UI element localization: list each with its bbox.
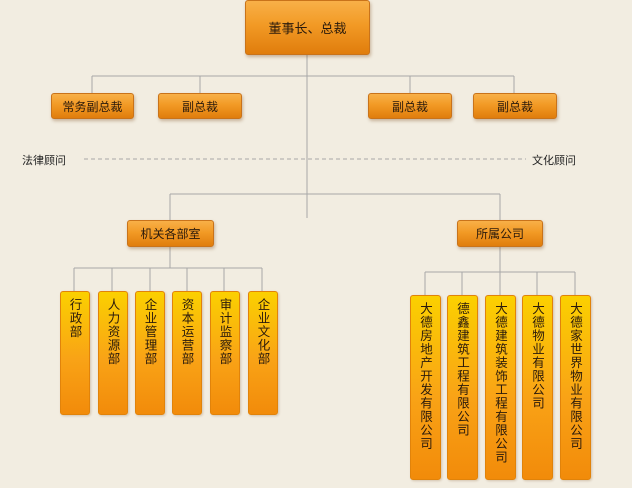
company-box[interactable]: 大德家世界物业有限公司	[560, 295, 591, 480]
company-box[interactable]: 大德物业有限公司	[522, 295, 553, 480]
vp-label: 副总裁	[181, 99, 218, 114]
company-label: 大德物业有限公司	[530, 302, 545, 410]
vp-label: 常务副总裁	[62, 99, 123, 114]
vp-box[interactable]: 副总裁	[158, 93, 242, 119]
company-label: 大德房地产开发有限公司	[418, 302, 433, 451]
departments-box[interactable]: 机关各部室	[127, 220, 214, 247]
company-label: 大德建筑装饰工程有限公司	[493, 302, 508, 464]
company-label: 大德家世界物业有限公司	[568, 302, 583, 451]
department-box[interactable]: 资本运营部	[172, 291, 202, 415]
vp-box[interactable]: 副总裁	[473, 93, 557, 119]
departments-label: 机关各部室	[140, 227, 201, 241]
vp-label: 副总裁	[496, 99, 533, 114]
companies-box[interactable]: 所属公司	[457, 220, 543, 247]
department-label: 资本运营部	[179, 298, 195, 366]
vp-box-executive[interactable]: 常务副总裁	[51, 93, 134, 119]
vp-box[interactable]: 副总裁	[368, 93, 452, 119]
company-box[interactable]: 大德房地产开发有限公司	[410, 295, 441, 480]
legal-advisor-label: 法律顾问	[22, 154, 66, 167]
department-box[interactable]: 人力资源部	[98, 291, 128, 415]
department-box[interactable]: 企业文化部	[248, 291, 278, 415]
department-label: 企业文化部	[255, 298, 271, 366]
vp-label: 副总裁	[391, 99, 428, 114]
department-label: 审计监察部	[217, 298, 233, 366]
department-label: 企业管理部	[142, 298, 158, 366]
department-label: 行政部	[67, 298, 83, 339]
companies-label: 所属公司	[475, 227, 524, 241]
company-box[interactable]: 德鑫建筑工程有限公司	[447, 295, 478, 480]
chairman-box[interactable]: 董事长、总裁	[245, 0, 370, 55]
culture-advisor-label: 文化顾问	[532, 154, 576, 167]
department-box[interactable]: 行政部	[60, 291, 90, 415]
department-box[interactable]: 企业管理部	[135, 291, 165, 415]
company-label: 德鑫建筑工程有限公司	[455, 302, 470, 437]
department-box[interactable]: 审计监察部	[210, 291, 240, 415]
chairman-label: 董事长、总裁	[268, 22, 347, 37]
department-label: 人力资源部	[105, 298, 121, 366]
company-box[interactable]: 大德建筑装饰工程有限公司	[485, 295, 516, 480]
